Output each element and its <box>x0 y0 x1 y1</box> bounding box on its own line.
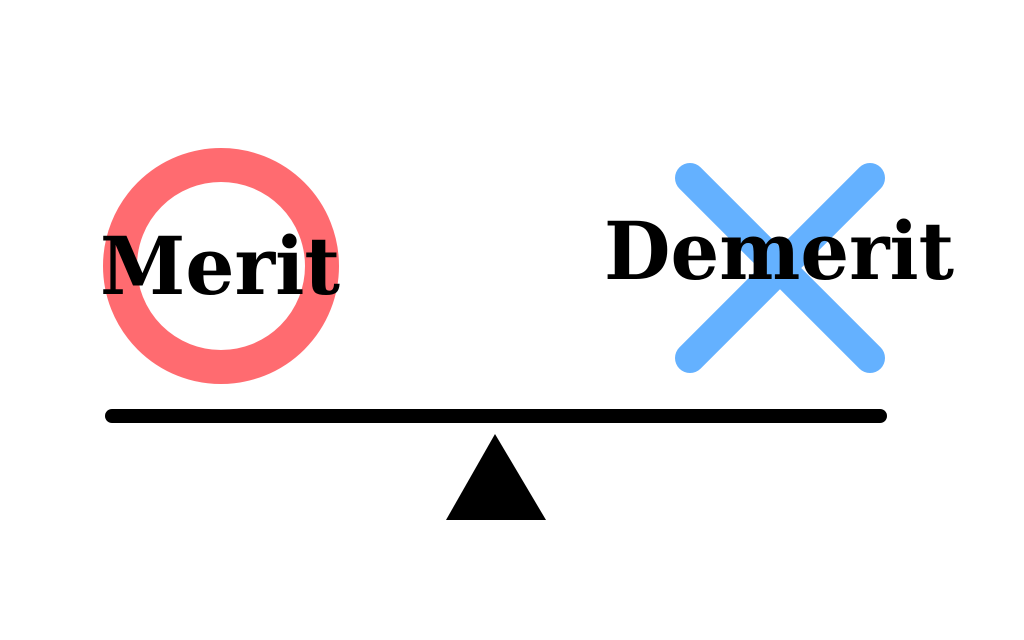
demerit-group: Demerit <box>604 163 954 373</box>
cross-icon <box>675 163 885 373</box>
circle-icon <box>103 148 339 384</box>
fulcrum-triangle <box>446 434 546 520</box>
demerit-label: Demerit <box>604 204 954 298</box>
merit-label: Merit <box>100 219 340 313</box>
merit-group: Merit <box>100 148 340 384</box>
balance-scale <box>105 409 887 520</box>
